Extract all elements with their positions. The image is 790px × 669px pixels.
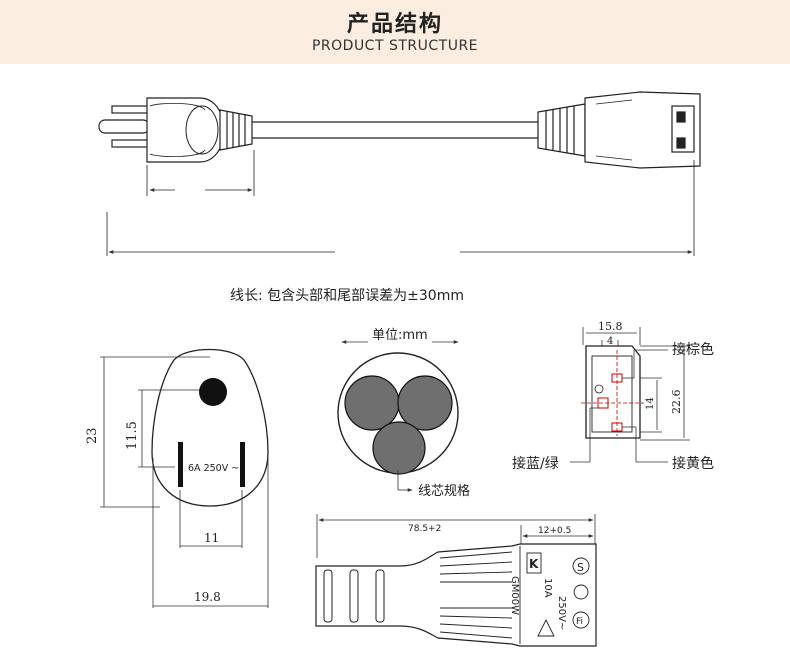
- connector-strain-relief-icon: [537, 103, 586, 157]
- plug-strain-relief-icon: [219, 109, 253, 151]
- dim-connector-length: 78.5+2: [408, 524, 441, 534]
- connector-model-text: GM00W: [509, 576, 520, 615]
- neutral-pin-icon: [240, 442, 245, 487]
- label-yellow-wire: 接黄色: [672, 455, 714, 472]
- dim-socket-inner: 14: [645, 397, 656, 410]
- connector-body-icon: [584, 91, 701, 169]
- core-spec-label: 线芯规格: [418, 483, 470, 499]
- conductor-core-3-icon: [372, 421, 426, 475]
- plug-rating-text: 6A 250V ~: [188, 463, 239, 474]
- plug-pins-icon: [98, 105, 150, 148]
- dim-plug-width: 19.8: [194, 590, 221, 604]
- dim-plug-height: 23: [85, 427, 100, 444]
- plug-face-outline-icon: [151, 348, 269, 507]
- iec-socket-outline-icon: [585, 345, 641, 439]
- page-subtitle: PRODUCT STRUCTURE: [311, 38, 479, 54]
- connector-side-drawing: 78.5+2 12+0.5 K S Fi GM00W 10A 250V~: [315, 514, 597, 647]
- conductor-core-1-icon: [344, 375, 400, 431]
- dim-socket-slot: 4: [607, 336, 613, 347]
- cable-cross-section: 单位:mm 线芯规格: [337, 328, 470, 499]
- label-brown-wire: 接棕色: [672, 341, 714, 358]
- earth-symbol-icon: [594, 384, 604, 394]
- connector-rating-line1: 10A: [542, 578, 553, 598]
- dim-socket-height: 22.6: [670, 390, 683, 415]
- label-blue-green-wire: 接蓝/绿: [512, 455, 559, 472]
- plug-face-drawing: 6A 250V ~ 23 11.5 11 19.8: [85, 348, 269, 608]
- iec-socket-drawing: 15.8 4 14 22.6 接棕色 接蓝/绿 接黄色: [512, 320, 714, 472]
- page-title: 产品结构: [346, 12, 443, 37]
- live-pin-icon: [178, 442, 183, 487]
- dim-plug-pin-spacing: 11: [204, 531, 219, 545]
- ground-pin-icon: [199, 378, 227, 406]
- cable-length-note: 线长: 包含头部和尾部误差为±30mm: [230, 288, 464, 304]
- connector-rating-line2: 250V~: [556, 596, 567, 630]
- conductor-core-2-icon: [397, 375, 453, 431]
- dim-connector-head: 12+0.5: [538, 526, 571, 536]
- unit-label: 单位:mm: [372, 328, 428, 343]
- svg-text:S: S: [577, 561, 584, 574]
- svg-text:Fi: Fi: [576, 617, 583, 627]
- cable-assembly: [98, 91, 701, 256]
- dim-socket-width: 15.8: [598, 320, 623, 333]
- dim-plug-pin-offset: 11.5: [125, 421, 140, 450]
- certification-marks-icon: K S Fi: [526, 552, 590, 637]
- svg-text:K: K: [529, 557, 539, 571]
- plug-body-icon: [146, 97, 223, 163]
- header-banner: 产品结构 PRODUCT STRUCTURE: [0, 0, 790, 64]
- connector-side-body-icon: [315, 543, 597, 647]
